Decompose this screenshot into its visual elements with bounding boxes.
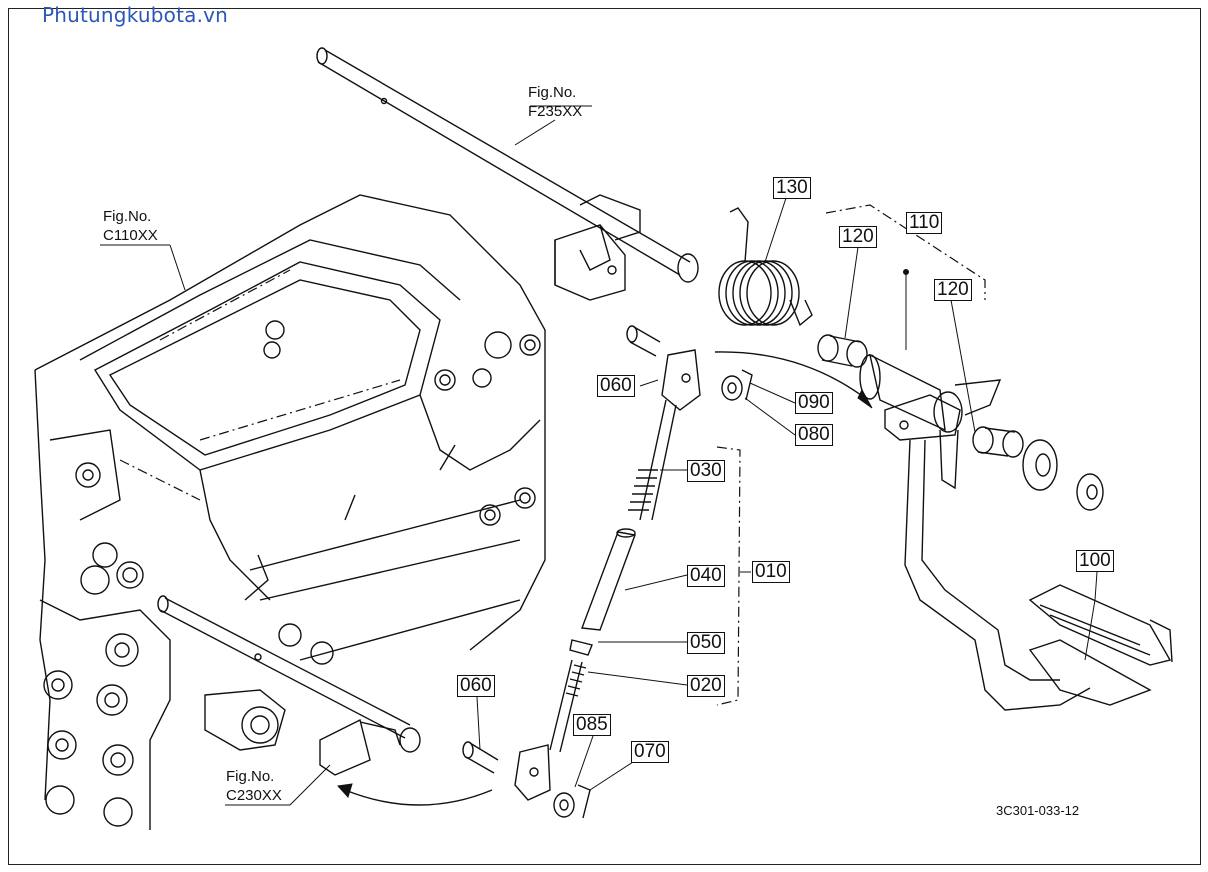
pedal-washers <box>1022 439 1104 511</box>
part-label-060-upper: 060 <box>597 375 635 397</box>
part-label-020: 020 <box>687 675 725 697</box>
diagram-frame <box>8 8 1201 865</box>
assembly-arrowhead-lower <box>336 783 353 798</box>
fig-ref-label: Fig.No. <box>528 84 577 101</box>
fig-ref-f235xx: Fig.No. F235XX <box>528 83 582 121</box>
upper-cross-shaft <box>316 47 699 301</box>
clutch-pedal <box>859 269 1173 711</box>
fig-ref-code: C230XX <box>226 787 282 804</box>
part-label-070: 070 <box>631 741 669 763</box>
clutch-rod-assembly <box>514 349 701 801</box>
part-label-085: 085 <box>573 714 611 736</box>
fig-ref-code: F235XX <box>528 103 583 120</box>
part-label-120-upper: 120 <box>839 226 877 248</box>
lower-cross-shaft <box>157 595 421 776</box>
watermark: Phutungkubota.vn <box>42 3 229 27</box>
fig-ref-label: Fig.No. <box>226 768 275 785</box>
leader-lines <box>100 105 1098 806</box>
part-label-080: 080 <box>795 424 833 446</box>
assembly-arrowhead-upper <box>857 388 873 409</box>
clevis-pins <box>462 325 753 819</box>
part-label-030: 030 <box>687 460 725 482</box>
assembly-arrow-upper <box>714 351 866 399</box>
return-spring <box>718 207 813 327</box>
transmission-housing <box>34 194 546 830</box>
part-label-130: 130 <box>773 177 811 199</box>
part-label-060-lower: 060 <box>457 675 495 697</box>
part-label-010: 010 <box>752 561 790 583</box>
assembly-brackets <box>716 204 986 706</box>
fig-ref-c110xx: Fig.No. C110XX <box>103 207 158 245</box>
part-label-120-lower: 120 <box>934 279 972 301</box>
part-label-090: 090 <box>795 392 833 414</box>
part-label-110: 110 <box>906 212 943 234</box>
fig-ref-code: C110XX <box>103 227 158 244</box>
assembly-arrow-lower <box>344 789 493 806</box>
bushings <box>817 334 1024 458</box>
part-label-050: 050 <box>687 632 725 654</box>
fig-ref-label: Fig.No. <box>103 208 152 225</box>
drawing-number: 3C301-033-12 <box>996 803 1080 818</box>
part-label-100: 100 <box>1076 550 1114 572</box>
part-label-040: 040 <box>687 565 725 587</box>
fig-ref-c230xx: Fig.No. C230XX <box>226 767 282 805</box>
